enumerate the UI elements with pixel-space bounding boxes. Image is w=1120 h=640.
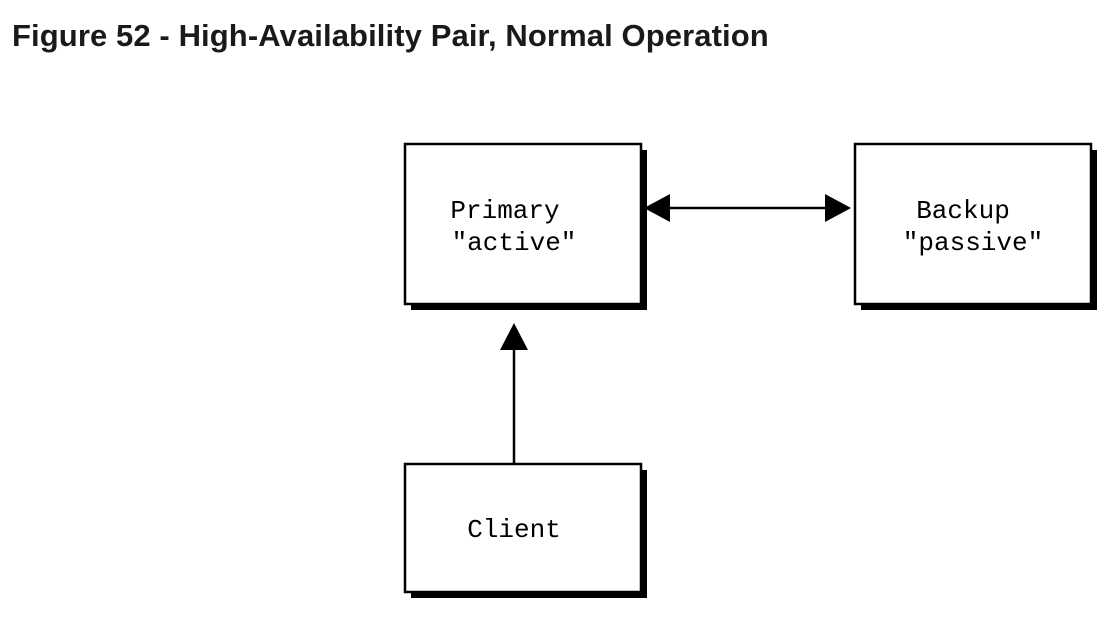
- client-node-label: Client: [467, 515, 561, 545]
- primary-backup-arrowhead-left: [644, 194, 670, 222]
- primary-node: Primary "active": [403, 142, 647, 310]
- backup-node-state: "passive": [903, 228, 1043, 258]
- primary-backup-arrow: [644, 194, 851, 222]
- backup-node-label: Backup: [916, 196, 1010, 226]
- primary-node-box: [403, 142, 643, 306]
- backup-node-box: [853, 142, 1093, 306]
- primary-node-state: "active": [452, 228, 577, 258]
- client-primary-arrow: [500, 323, 528, 464]
- client-primary-arrowhead: [500, 323, 528, 350]
- client-node-box: [403, 462, 643, 594]
- primary-backup-arrowhead-right: [825, 194, 851, 222]
- client-node: Client: [403, 462, 647, 598]
- figure-caption: Figure 52 - High-Availability Pair, Norm…: [12, 18, 769, 53]
- primary-node-label: Primary: [450, 196, 559, 226]
- backup-node: Backup "passive": [853, 142, 1097, 310]
